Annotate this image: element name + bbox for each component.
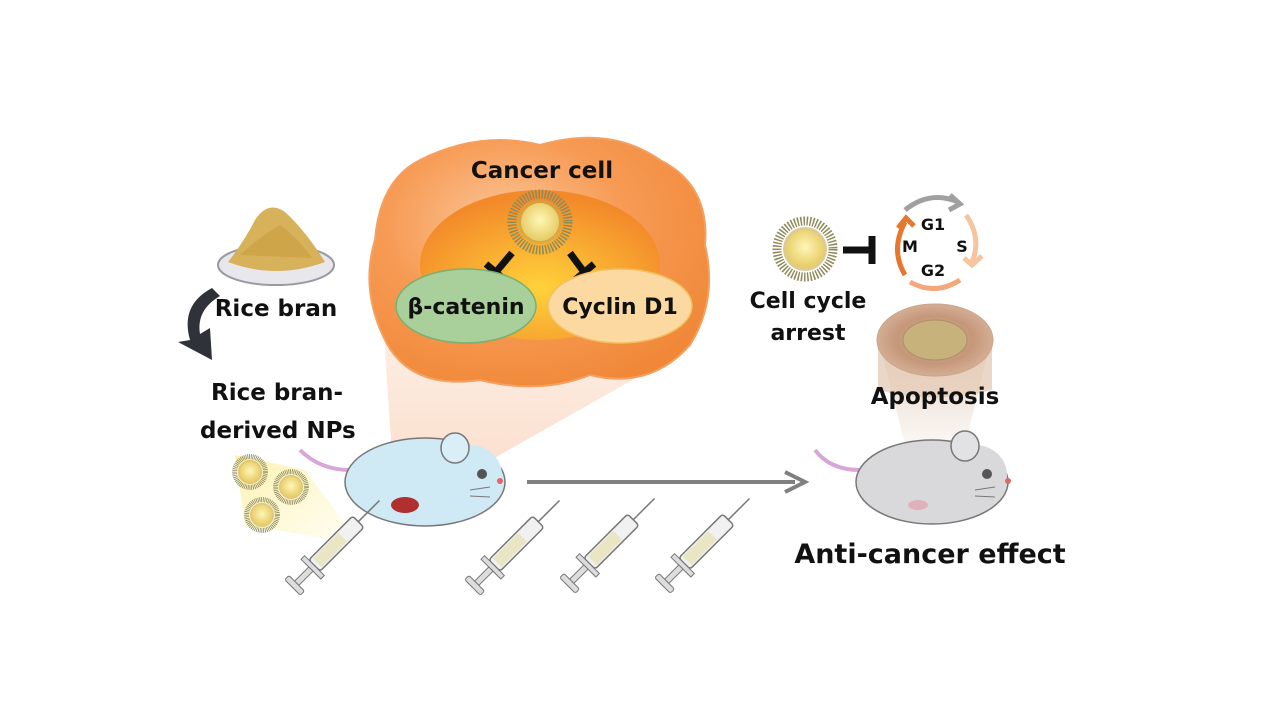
mouse-treated [298, 432, 506, 527]
rice-bran-np-label-line2: derived NPs [200, 418, 356, 444]
anti-cancer-effect-label: Anti-cancer effect [794, 539, 1065, 570]
inhibition-icon [843, 236, 876, 264]
cyclin-d1-label: Cyclin D1 [562, 295, 678, 320]
rice-bran-illustration [217, 207, 335, 286]
beta-catenin-label: β-catenin [407, 295, 524, 320]
phase-m: M [902, 237, 918, 256]
phase-g2: G2 [921, 261, 945, 280]
phase-s: S [956, 237, 968, 256]
progress-arrow [527, 470, 810, 494]
cell-cycle-icon [895, 193, 984, 291]
tumor [391, 497, 419, 513]
syringe-icon [556, 487, 666, 597]
rice-bran-label: Rice bran [215, 296, 338, 322]
cancer-cell-label: Cancer cell [471, 158, 613, 184]
cyclin-d1-node [547, 268, 693, 344]
cell-cycle-arrest-label-line1: Cell cycle [750, 289, 867, 314]
beta-catenin-node [395, 268, 537, 344]
apoptotic-tissue [876, 303, 994, 398]
nanoparticle-icon [777, 221, 833, 277]
curved-arrow-icon [178, 288, 220, 360]
syringe-icon [651, 487, 761, 597]
rice-bran-np-label-line1: Rice bran- [211, 380, 343, 406]
cell-cycle-arrest-label-line2: arrest [770, 321, 846, 346]
apoptosis-label: Apoptosis [871, 384, 1000, 410]
mouse-result [813, 430, 1011, 525]
phase-g1: G1 [921, 215, 945, 234]
